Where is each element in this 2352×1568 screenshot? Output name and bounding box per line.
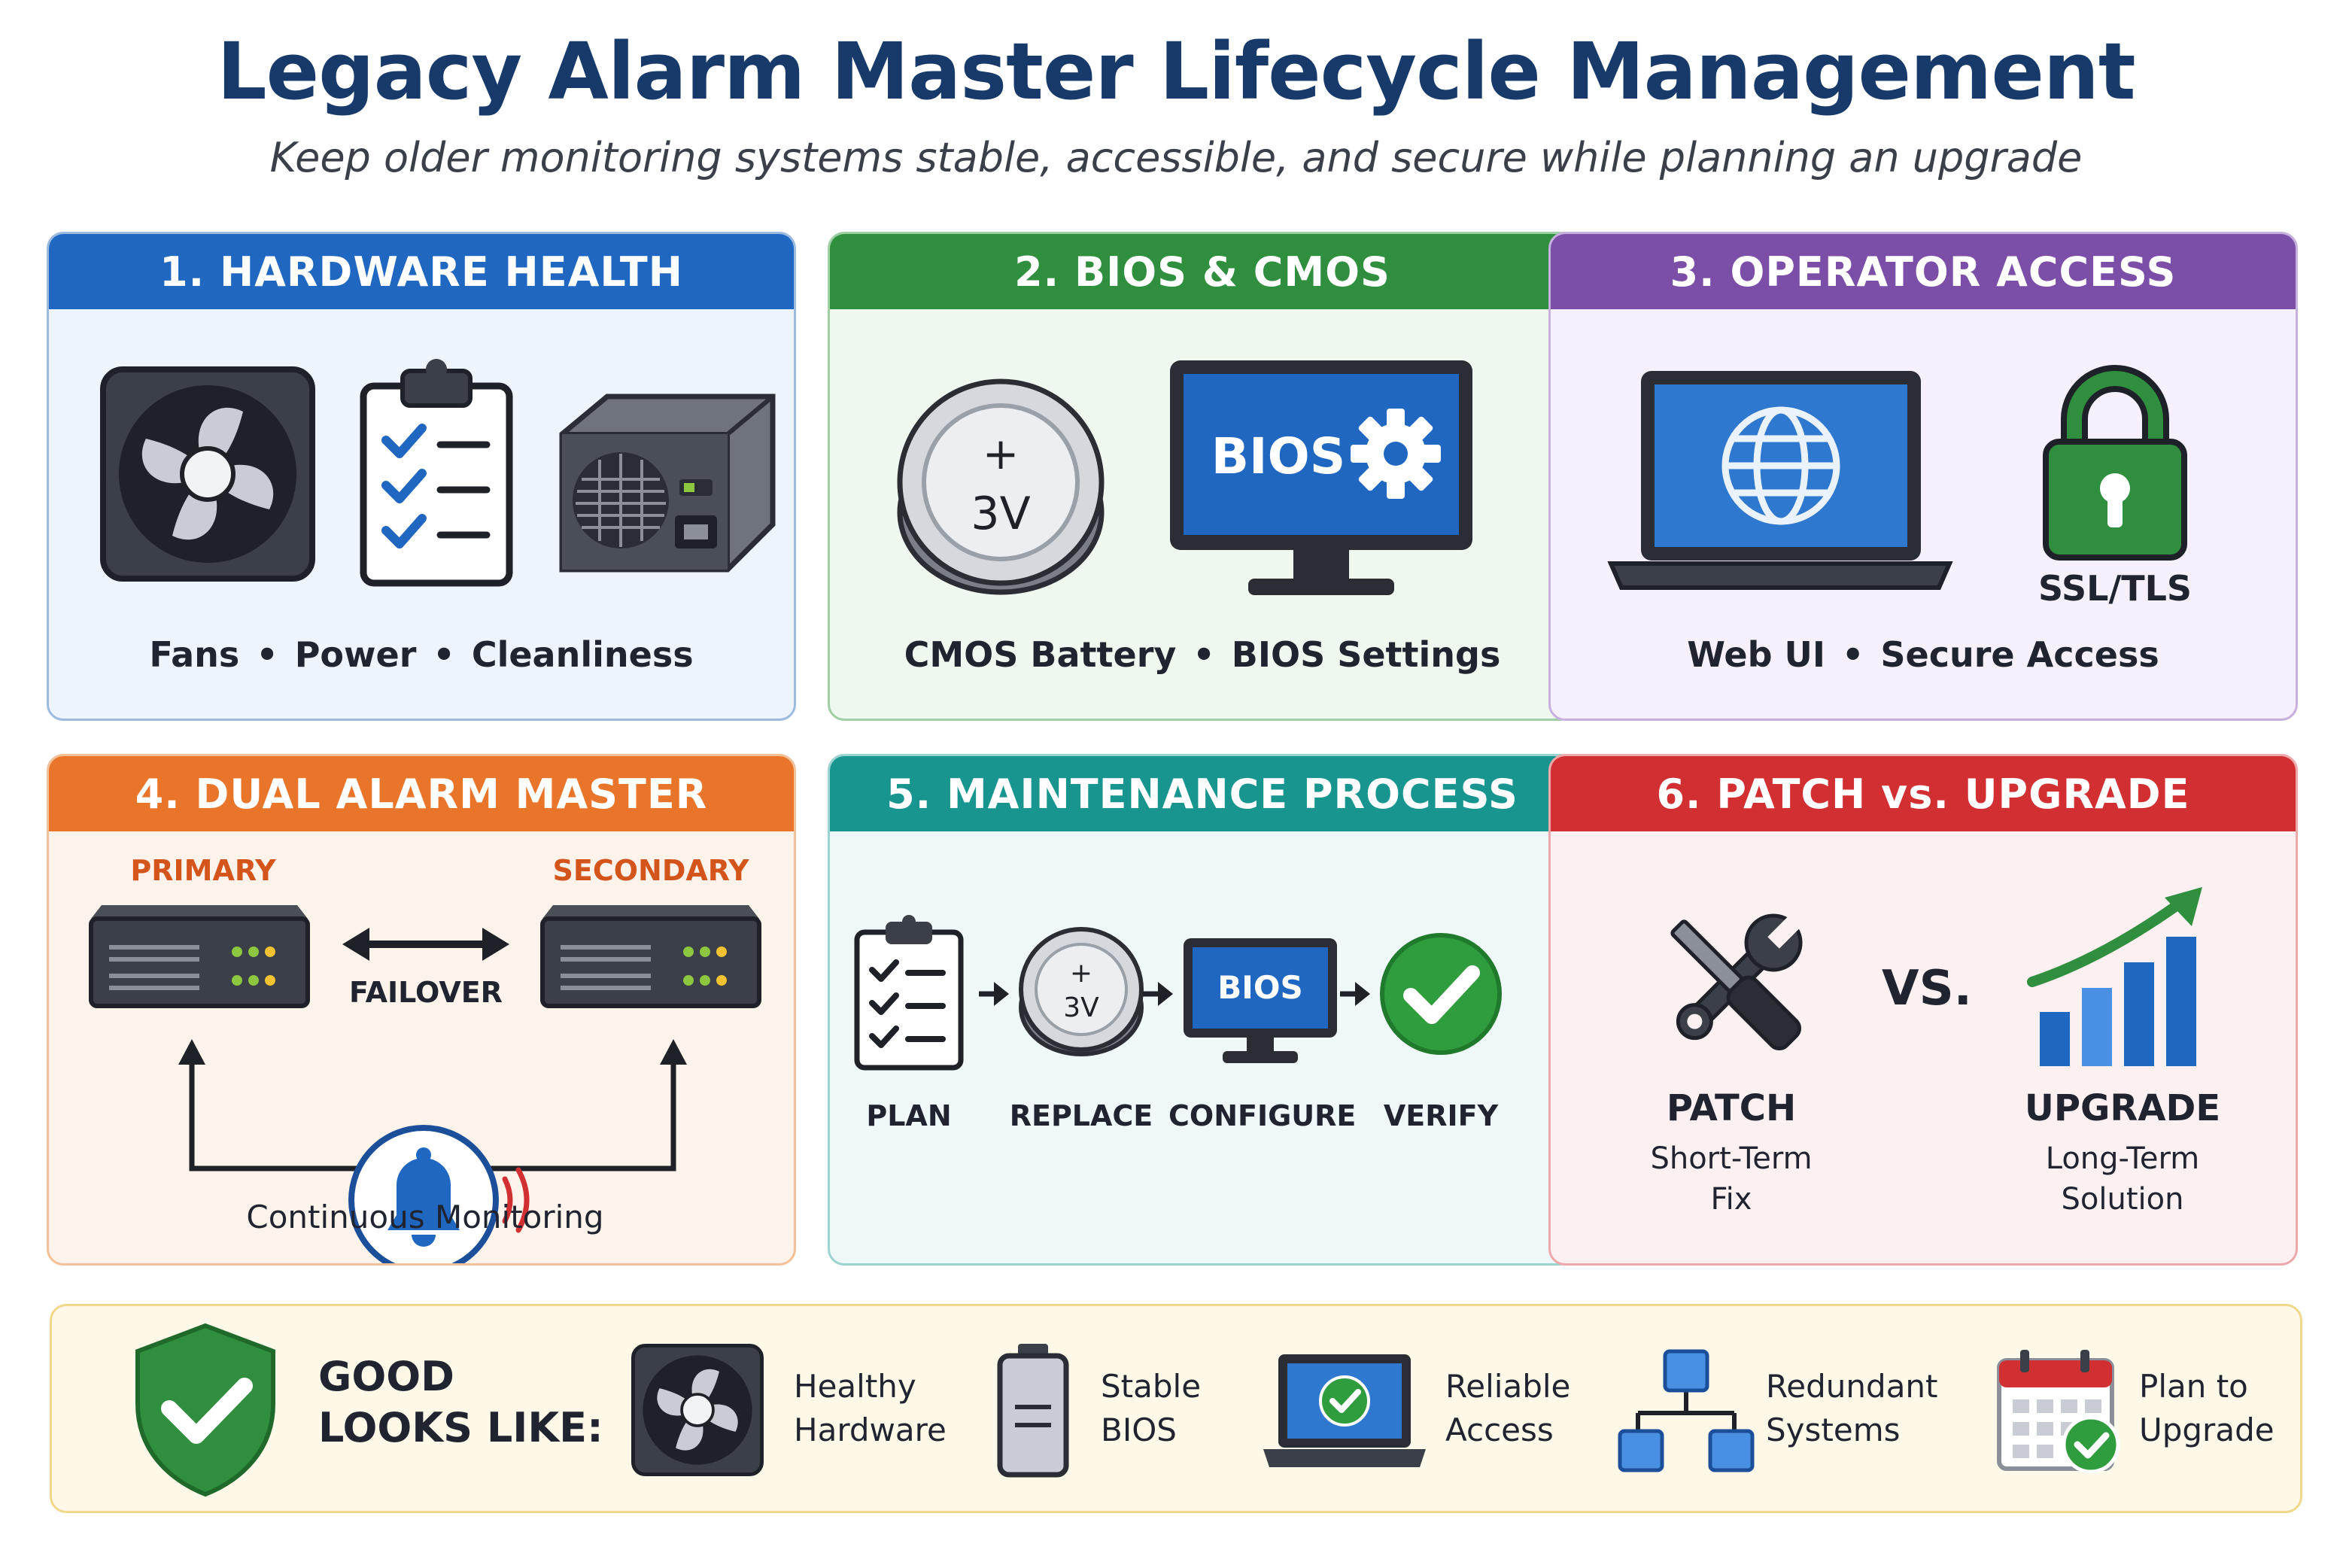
shield-check-icon xyxy=(135,1323,275,1497)
monitor-icon: BIOS xyxy=(1184,938,1337,1063)
battery-voltage: 3V xyxy=(1063,992,1099,1023)
monitor-bios-text: BIOS xyxy=(1217,969,1303,1006)
panel-bios-cmos: 2. BIOS & CMOS + 3V BIOS xyxy=(828,232,1577,721)
good-item-stable-bios: Stable BIOS xyxy=(1101,1368,1202,1448)
continuous-monitoring-label: Continuous Monitoring xyxy=(246,1199,604,1235)
caption-item-bios-settings: BIOS Settings xyxy=(1231,634,1501,675)
globe-icon xyxy=(1721,406,1840,525)
panel-header: 6. PATCH vs. UPGRADE xyxy=(1551,756,2296,831)
upgrade-title: UPGRADE xyxy=(2024,1087,2221,1129)
clipboard-icon xyxy=(854,915,964,1071)
laptop-check-icon xyxy=(1263,1354,1426,1467)
vs-label: VS. xyxy=(1882,961,1972,1016)
calendar-check-icon xyxy=(1997,1350,2120,1474)
panel-header: 4. DUAL ALARM MASTER xyxy=(49,756,794,831)
coin-battery-icon: + 3V xyxy=(1019,927,1144,1056)
good-looks-like-band: GOOD LOOKS LIKE: Healthy Hardware Stable… xyxy=(50,1304,2302,1513)
wrench-screwdriver-icon xyxy=(1670,913,1803,1051)
checklist-icon xyxy=(360,359,513,587)
upgrade-subtitle-line2: Solution xyxy=(2061,1182,2184,1217)
caption-item-power: Power xyxy=(294,634,417,675)
caption-item-cmos-battery: CMOS Battery xyxy=(904,634,1177,675)
step-plan: PLAN xyxy=(866,1099,952,1132)
patch-subtitle-line2: Fix xyxy=(1710,1182,1752,1217)
bios-caption: CMOS Battery•BIOS Settings xyxy=(904,634,1501,675)
panel-header: 1. HARDWARE HEALTH xyxy=(49,234,794,309)
caption-item-web-ui: Web UI xyxy=(1687,634,1825,675)
good-heading-line1: GOOD xyxy=(318,1353,454,1400)
panel-maintenance-process: 5. MAINTENANCE PROCESS + 3V xyxy=(828,754,1577,1266)
connector-lines xyxy=(178,1039,687,1171)
ssl-tls-label: SSL/TLS xyxy=(2037,568,2192,609)
server-icon xyxy=(540,905,761,1008)
panel-operator-access: 3. OPERATOR ACCESS SSL/TLS Web UI•Secure… xyxy=(1548,232,2298,721)
panel-header: 2. BIOS & CMOS xyxy=(830,234,1575,309)
gear-icon xyxy=(1351,409,1441,499)
good-item-healthy-hardware: Healthy Hardware xyxy=(794,1368,947,1448)
laptop-globe-icon xyxy=(1607,371,1953,590)
good-item-redundant-systems: Redundant Systems xyxy=(1766,1368,1938,1448)
step-configure: CONFIGURE xyxy=(1168,1099,1357,1132)
fan-icon xyxy=(100,366,315,582)
primary-label: PRIMARY xyxy=(130,854,276,887)
patch-subtitle-line1: Short-Term xyxy=(1650,1141,1813,1176)
good-heading-line2: LOOKS LIKE: xyxy=(318,1404,603,1451)
power-supply-icon xyxy=(559,394,776,573)
monitor-bios-text: BIOS xyxy=(1211,427,1346,485)
arrow-icon xyxy=(979,982,1009,1006)
server-icon xyxy=(89,905,310,1008)
panel-header: 3. OPERATOR ACCESS xyxy=(1551,234,2296,309)
padlock-icon xyxy=(2043,365,2187,561)
panel-dual-alarm-master: 4. DUAL ALARM MASTER PRIMARY SECONDARY xyxy=(47,754,796,1266)
page-subtitle: Keep older monitoring systems stable, ac… xyxy=(269,134,2083,181)
coin-battery-icon: + 3V xyxy=(897,378,1105,595)
battery-icon xyxy=(997,1344,1069,1478)
step-replace: REPLACE xyxy=(1009,1099,1153,1132)
upgrade-subtitle-line1: Long-Term xyxy=(2045,1141,2200,1176)
bell-icon xyxy=(348,1125,530,1263)
growth-chart-icon xyxy=(2027,887,2202,1066)
battery-voltage: 3V xyxy=(971,488,1030,540)
access-caption: Web UI•Secure Access xyxy=(1687,634,2159,675)
caption-item-secure-access: Secure Access xyxy=(1880,634,2159,675)
battery-plus: + xyxy=(1070,958,1092,989)
arrow-icon xyxy=(1143,982,1173,1006)
step-verify: VERIFY xyxy=(1383,1099,1499,1132)
caption-item-cleanliness: Cleanliness xyxy=(471,634,694,675)
panel-header: 5. MAINTENANCE PROCESS xyxy=(830,756,1575,831)
fan-icon xyxy=(631,1344,764,1476)
good-item-reliable-access: Reliable Access xyxy=(1445,1368,1571,1448)
caption-item-fans: Fans xyxy=(149,634,240,675)
battery-plus: + xyxy=(983,428,1020,479)
double-arrow-icon xyxy=(342,928,509,961)
failover-label: FAILOVER xyxy=(349,976,503,1009)
arrow-icon xyxy=(1340,982,1370,1006)
panel-patch-vs-upgrade: 6. PATCH vs. UPGRADE VS. PATCH S xyxy=(1548,754,2298,1266)
monitor-gear-icon: BIOS xyxy=(1170,360,1472,595)
page-title: Legacy Alarm Master Lifecycle Management xyxy=(217,26,2135,117)
patch-title: PATCH xyxy=(1666,1087,1797,1129)
good-item-plan-to-upgrade: Plan to Upgrade xyxy=(2139,1368,2275,1448)
check-circle-icon xyxy=(1380,933,1502,1055)
panel-hardware-health: 1. HARDWARE HEALTH xyxy=(47,232,796,721)
secondary-label: SECONDARY xyxy=(552,854,749,887)
network-icon xyxy=(1618,1349,1755,1472)
hardware-caption: Fans•Power•Cleanliness xyxy=(149,634,694,675)
